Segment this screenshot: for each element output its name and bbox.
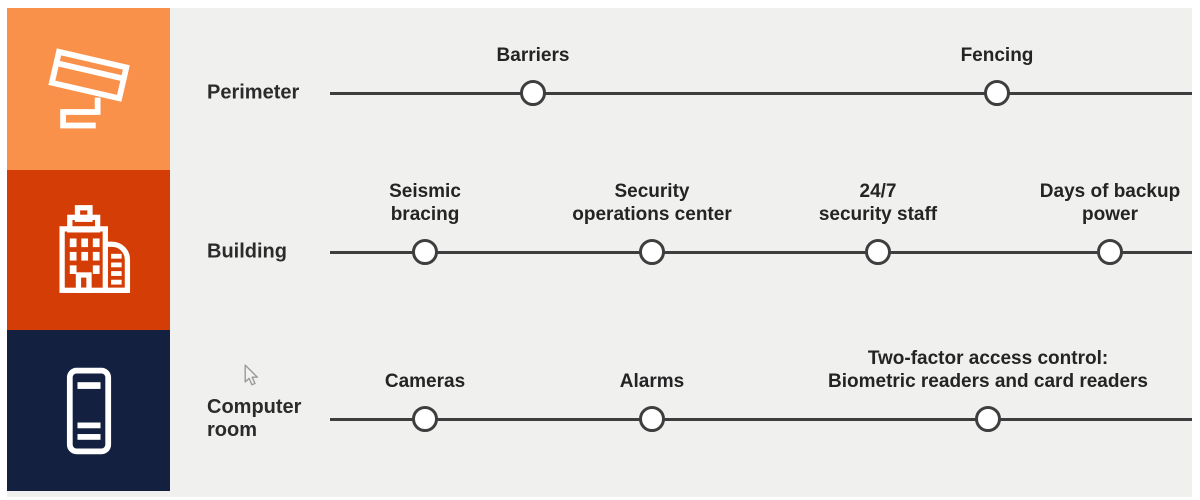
row-label-computer-room: Computer room (207, 396, 302, 441)
node-label: 24/7 security staff (818, 181, 938, 225)
building-icon (58, 205, 130, 293)
node-label: Alarms (619, 370, 685, 392)
node-dot[interactable] (639, 239, 665, 265)
node-label: Security operations center (572, 181, 732, 225)
perimeter-tile (7, 8, 170, 170)
computer-room-track-line (330, 418, 1192, 421)
cctv-camera-icon (47, 48, 130, 129)
mouse-cursor-icon (244, 364, 259, 386)
node-label: Barriers (496, 44, 570, 66)
node-dot[interactable] (412, 239, 438, 265)
node-dot[interactable] (975, 406, 1001, 432)
node-dot[interactable] (639, 406, 665, 432)
perimeter-track-line (330, 92, 1192, 95)
node-dot[interactable] (412, 406, 438, 432)
node-dot[interactable] (865, 239, 891, 265)
row-label-building: Building (207, 240, 287, 263)
node-label: Seismic bracing (389, 181, 461, 225)
node-dot[interactable] (984, 80, 1010, 106)
infographic-panel: Perimeter Building Computer room Barrier… (7, 8, 1192, 497)
node-label: Two-factor access control: Biometric rea… (828, 348, 1148, 392)
computer-room-tile (7, 330, 170, 491)
node-label: Days of backup power (1039, 181, 1181, 225)
node-dot[interactable] (1097, 239, 1123, 265)
node-label: Fencing (960, 44, 1034, 66)
server-tower-icon (66, 367, 111, 454)
node-dot[interactable] (520, 80, 546, 106)
building-track-line (330, 251, 1192, 254)
building-tile (7, 170, 170, 330)
row-label-perimeter: Perimeter (207, 81, 300, 104)
node-label: Cameras (384, 370, 466, 392)
